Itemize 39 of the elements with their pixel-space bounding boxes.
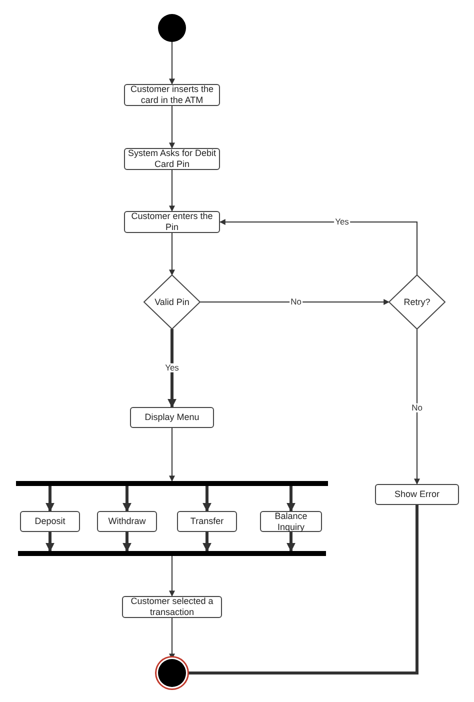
arrow	[202, 532, 212, 552]
arrow	[219, 219, 418, 276]
arrow	[414, 328, 420, 485]
arrow	[286, 486, 296, 512]
arrow	[286, 532, 296, 552]
arrow	[122, 532, 132, 552]
action-box: Customer enters the Pin	[124, 211, 220, 233]
action-box: Customer inserts the card in the ATM	[124, 84, 220, 106]
arrow	[169, 42, 175, 85]
action-box: Display Menu	[130, 407, 214, 428]
start-node	[158, 14, 186, 42]
connector-line	[186, 505, 418, 674]
arrow	[169, 232, 175, 276]
arrow	[46, 486, 54, 512]
arrow	[202, 486, 212, 512]
arrow	[169, 106, 175, 149]
arrow	[169, 556, 175, 597]
arrow	[169, 428, 175, 482]
edge-label: Yes	[334, 217, 350, 227]
edge-label: No	[290, 297, 302, 307]
fork-bar	[16, 481, 328, 486]
decision-diamond: Valid Pin	[144, 275, 200, 329]
action-box: Show Error	[375, 484, 459, 505]
edge-label: Yes	[164, 363, 180, 373]
arrow	[200, 299, 390, 305]
arrow	[46, 532, 54, 552]
action-box: Transfer	[177, 511, 237, 532]
arrow	[168, 329, 176, 408]
action-box: Balance Inquiry	[260, 511, 322, 532]
join-bar	[18, 551, 326, 556]
edge-label: No	[410, 403, 424, 413]
end-node	[158, 659, 186, 687]
decision-diamond: Retry?	[389, 275, 445, 329]
action-box: System Asks for Debit Card Pin	[124, 148, 220, 170]
arrow	[169, 170, 175, 212]
action-box: Withdraw	[97, 511, 157, 532]
action-box: Customer selected a transaction	[122, 596, 222, 618]
action-box: Deposit	[20, 511, 80, 532]
arrow	[122, 486, 132, 512]
